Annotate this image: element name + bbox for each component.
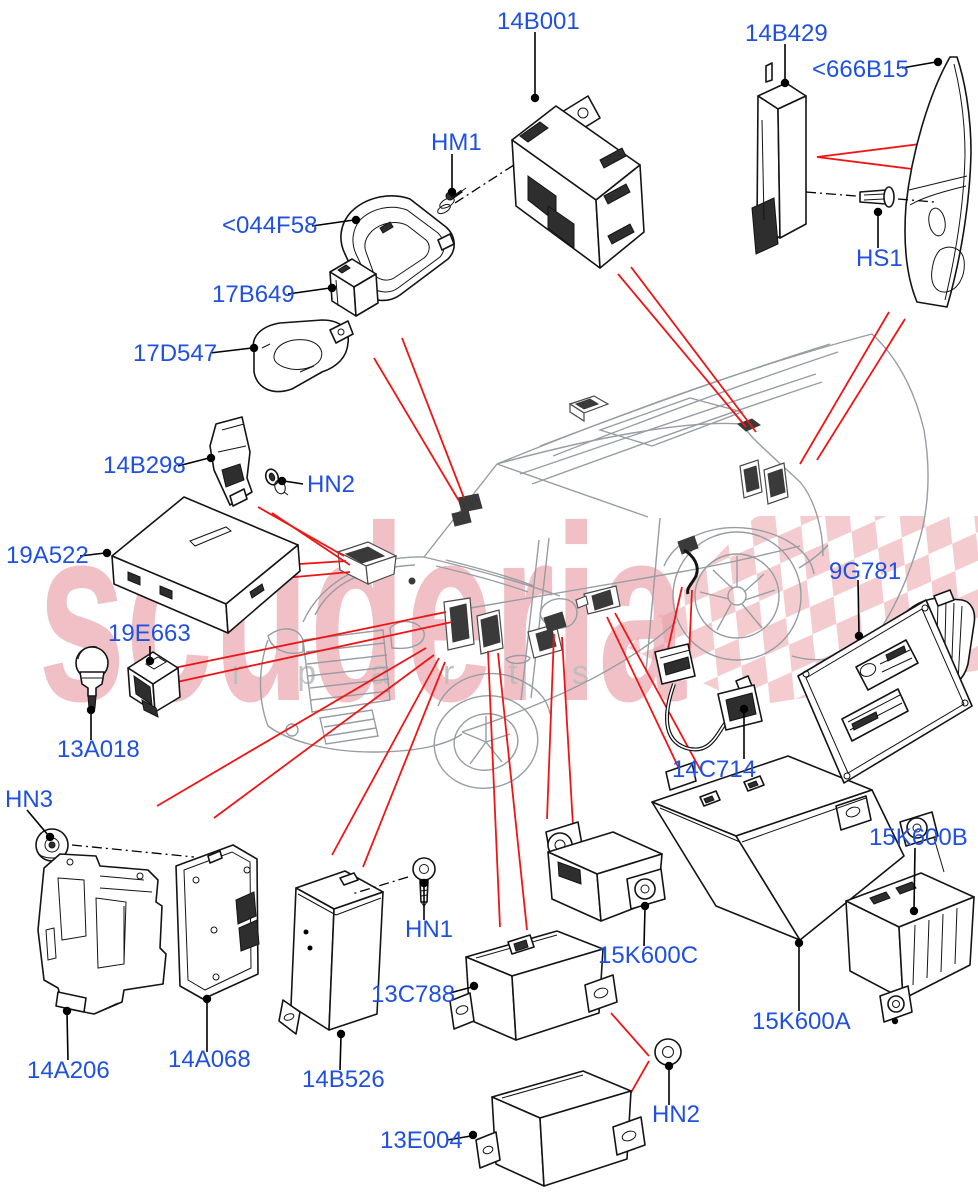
part-label-14b429[interactable]: 14B429 [745,20,828,47]
part-label-14a206[interactable]: 14A206 [27,1057,110,1084]
part-label-9g781[interactable]: 9G781 [829,558,901,585]
part-label-15k600c[interactable]: 15K600C [598,942,698,969]
roof-front-module [568,395,610,423]
part-15k600a-drawing [651,755,905,941]
mirror-base-module [543,611,567,633]
rear-pillar-modules [739,459,789,505]
windshield-header-module [457,493,483,513]
part-label-17b649[interactable]: 17B649 [212,281,295,308]
part-label-14b001[interactable]: 14B001 [497,8,580,35]
part-14c714-drawing [654,643,763,752]
part-label-15k600a[interactable]: 15K600A [752,1008,851,1035]
cowl-module [336,541,416,586]
part-14a068-drawing [175,844,260,1000]
part-label-19a522[interactable]: 19A522 [6,542,89,569]
part-label-13a018[interactable]: 13A018 [57,736,140,763]
dash-module-right [476,609,504,655]
part-label-hn2-lower[interactable]: HN2 [652,1101,700,1128]
part-17b649-drawing [329,258,379,317]
part-label-19e663[interactable]: 19E663 [108,620,191,647]
part-hn2-lower-drawing [654,1038,682,1066]
part-19a522-drawing [111,496,301,634]
part-label-hn2-upper[interactable]: HN2 [307,471,355,498]
part-15k600b-drawing [845,811,975,1023]
part-label-13e004[interactable]: 13E004 [380,1127,463,1154]
door-module [575,585,621,615]
part-19e663-drawing [127,651,181,718]
pointer-lines [156,143,921,1120]
part-label-666b15[interactable]: <666B15 [812,56,909,83]
part-14b001-drawing [511,95,645,269]
part-13a018-drawing [75,646,109,709]
part-15k600c-drawing [545,821,666,922]
part-label-13c788[interactable]: 13C788 [371,981,455,1008]
part-13e004-drawing [475,1070,646,1187]
windshield-sensor [451,509,472,527]
dash-module-left [443,597,475,651]
parts-illustrations [35,56,976,1187]
part-14a206-drawing [37,853,167,1015]
part-17d547-drawing [252,319,354,393]
part-14b526-drawing [278,870,384,1035]
part-label-17d547[interactable]: 17D547 [133,340,217,367]
part-9g781-drawing [797,589,976,784]
part-label-hn1[interactable]: HN1 [405,916,453,943]
part-label-14b526[interactable]: 14B526 [302,1066,385,1093]
part-label-14c714[interactable]: 14C714 [672,756,756,783]
part-labels: 14B001 14B429 <666B15 HM1 HS1 <044F58 17… [5,8,968,1154]
part-hn3-drawing [35,828,69,862]
part-666b15-drawing [904,56,972,308]
part-13c788-drawing [449,930,618,1041]
part-label-14b298[interactable]: 14B298 [103,452,186,479]
part-label-hs1[interactable]: HS1 [856,245,903,272]
part-14b429-drawing [751,62,807,255]
part-hs1-drawing [859,186,895,208]
part-hn2-upper-drawing [264,468,289,496]
part-label-hn3[interactable]: HN3 [5,786,53,813]
part-label-15k600b[interactable]: 15K600B [869,824,968,851]
part-14b298-drawing [209,416,253,507]
part-label-14a068[interactable]: 14A068 [168,1046,251,1073]
part-label-044f58[interactable]: <044F58 [222,212,317,239]
rear-quarter-antenna-cable [677,535,699,595]
part-label-hm1[interactable]: HM1 [431,129,482,156]
leader-lines [26,32,943,1141]
